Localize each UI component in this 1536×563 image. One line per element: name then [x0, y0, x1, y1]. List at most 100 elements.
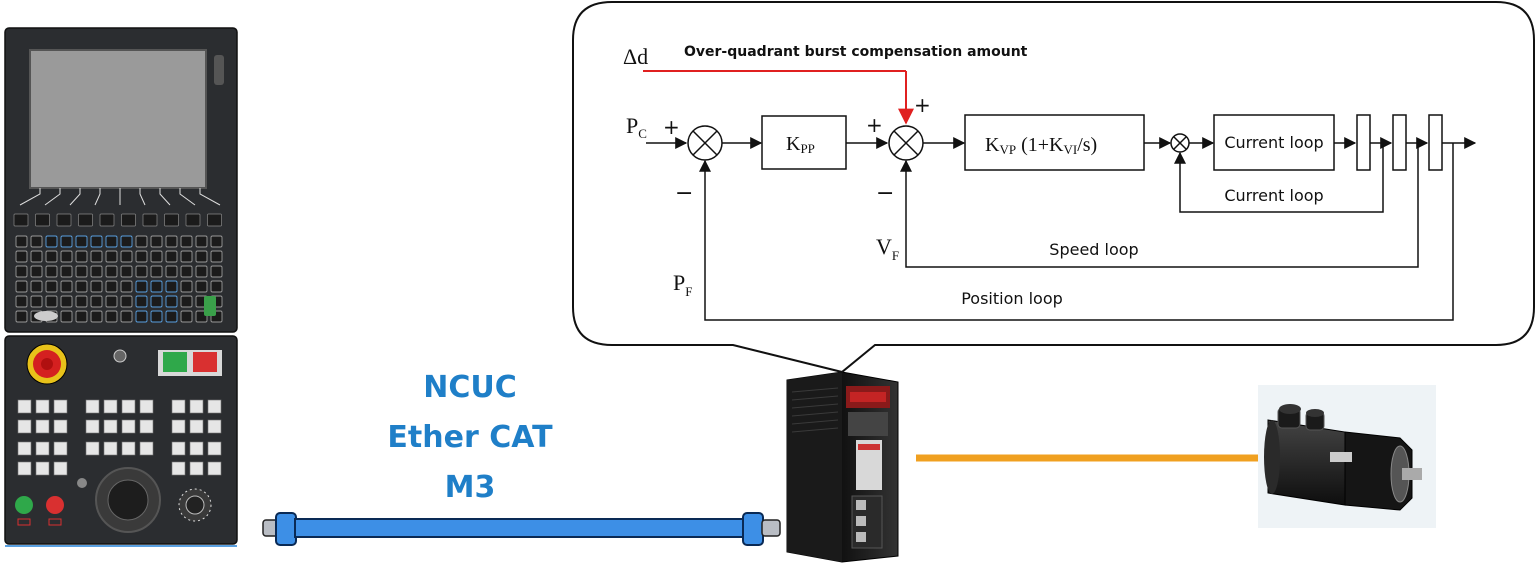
key: [30, 280, 43, 293]
key: [45, 295, 58, 308]
key: [135, 265, 148, 278]
key: [60, 235, 73, 248]
kvp-block: [964, 114, 1145, 171]
key: [150, 235, 163, 248]
key: [150, 265, 163, 278]
key: [60, 265, 73, 278]
key: [180, 280, 193, 293]
pf-minus-sign: −: [675, 181, 693, 206]
compensation-label: Over-quadrant burst compensation amount: [684, 44, 1028, 60]
servo-motor: [1258, 385, 1436, 528]
feed-hold-icon: [193, 352, 217, 372]
key: [180, 265, 193, 278]
key: [180, 310, 193, 323]
key: [120, 295, 133, 308]
diagram-labels: Δd Over-quadrant burst compensation amou…: [623, 44, 1324, 308]
key: [165, 235, 178, 248]
key: [165, 280, 178, 293]
key: [210, 280, 223, 293]
key: [105, 310, 118, 323]
key: [195, 280, 208, 293]
speed-loop-label: Speed loop: [1049, 240, 1138, 259]
key: [150, 250, 163, 263]
delta-d-label: Δd: [623, 44, 648, 69]
protocol-ncuc: NCUC: [423, 370, 517, 405]
key: [180, 295, 193, 308]
comp-plus-sign: +: [914, 93, 931, 117]
key: [75, 265, 88, 278]
key: [165, 265, 178, 278]
key: [15, 265, 28, 278]
red-button-icon: [46, 496, 64, 514]
key: [15, 280, 28, 293]
key: [90, 280, 103, 293]
protocol-ethercat: Ether CAT: [387, 420, 553, 455]
key: [150, 280, 163, 293]
key: [165, 250, 178, 263]
key: [165, 295, 178, 308]
key: [90, 250, 103, 263]
key: [45, 235, 58, 248]
key: [60, 295, 73, 308]
key: [45, 280, 58, 293]
key: [75, 295, 88, 308]
key: [90, 310, 103, 323]
green-button-icon: [15, 496, 33, 514]
key: [15, 235, 28, 248]
key: [90, 235, 103, 248]
plant-block-1: [1356, 114, 1371, 171]
key: [165, 310, 178, 323]
key: [135, 250, 148, 263]
position-loop-label: Position loop: [961, 289, 1063, 308]
key: [105, 280, 118, 293]
key: [15, 310, 28, 323]
speed-plus-sign: +: [866, 113, 883, 137]
key: [30, 235, 43, 248]
key: [210, 235, 223, 248]
kpp-label: KPP: [786, 133, 815, 156]
protocol-m3: M3: [445, 470, 496, 505]
key: [105, 265, 118, 278]
pf-label: PF: [673, 270, 692, 299]
key: [195, 235, 208, 248]
key: [150, 310, 163, 323]
key: [150, 295, 163, 308]
key: [75, 280, 88, 293]
servo-drive: [786, 371, 899, 563]
vf-label: VF: [876, 234, 899, 263]
key: [15, 295, 28, 308]
plant-block-3: [1428, 114, 1443, 171]
key: [210, 250, 223, 263]
key: [180, 250, 193, 263]
current-loop-feedback: [1174, 143, 1384, 213]
plant-block-2: [1392, 114, 1407, 171]
keyboard: [15, 235, 223, 323]
callout-bubble: [572, 1, 1535, 374]
key: [105, 235, 118, 248]
key: [30, 250, 43, 263]
kpp-block: [761, 115, 847, 170]
kvp-label: KVP (1+KVI/s): [985, 134, 1097, 157]
current-loop-block-label: Current loop: [1224, 133, 1323, 152]
key: [120, 250, 133, 263]
operator-panel: [4, 335, 238, 545]
key: [60, 310, 73, 323]
cnc-control-panel: [2, 26, 238, 547]
vf-minus-sign: −: [876, 181, 894, 206]
key: [90, 265, 103, 278]
key: [120, 310, 133, 323]
communication-cable: [262, 512, 781, 546]
key: [120, 235, 133, 248]
pc-plus-sign: +: [663, 115, 680, 139]
key: [60, 250, 73, 263]
key: [75, 250, 88, 263]
key: [30, 295, 43, 308]
key: [45, 250, 58, 263]
key: [105, 295, 118, 308]
key: [135, 310, 148, 323]
cycle-start-icon: [163, 352, 187, 372]
position-loop-feedback: [699, 143, 1454, 321]
key: [105, 250, 118, 263]
key: [210, 265, 223, 278]
